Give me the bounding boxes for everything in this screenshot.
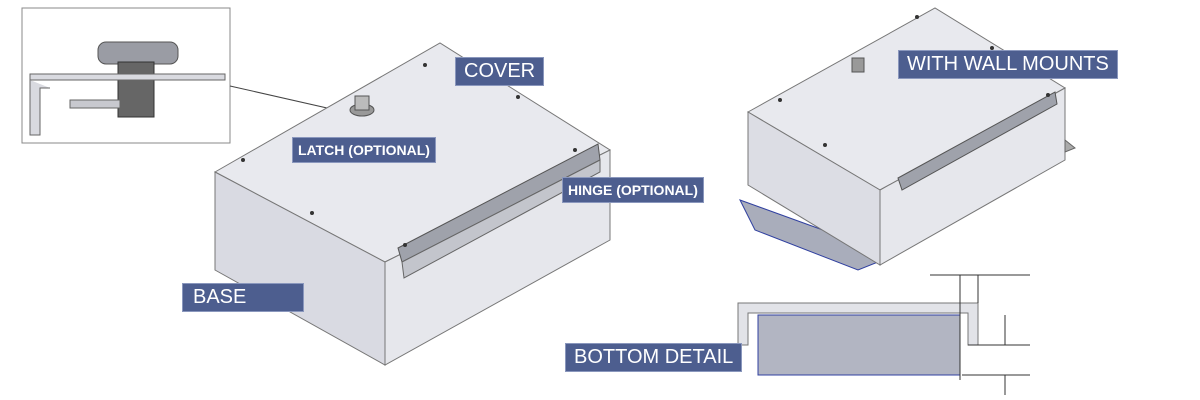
cover-label: COVER [455,57,545,86]
base-label: BASE [182,283,304,312]
inset-detail [21,7,381,144]
wall-mount-enclosure [738,7,1076,271]
latch-label: LATCH (OPTIONAL) [292,137,436,163]
bottom-detail-section [737,274,1030,395]
hinge-label: HINGE (OPTIONAL) [562,177,704,203]
bottom-detail-label: BOTTOM DETAIL [565,343,743,372]
wall-mounts-label: WITH WALL MOUNTS [898,50,1118,79]
main-enclosure [213,42,612,366]
